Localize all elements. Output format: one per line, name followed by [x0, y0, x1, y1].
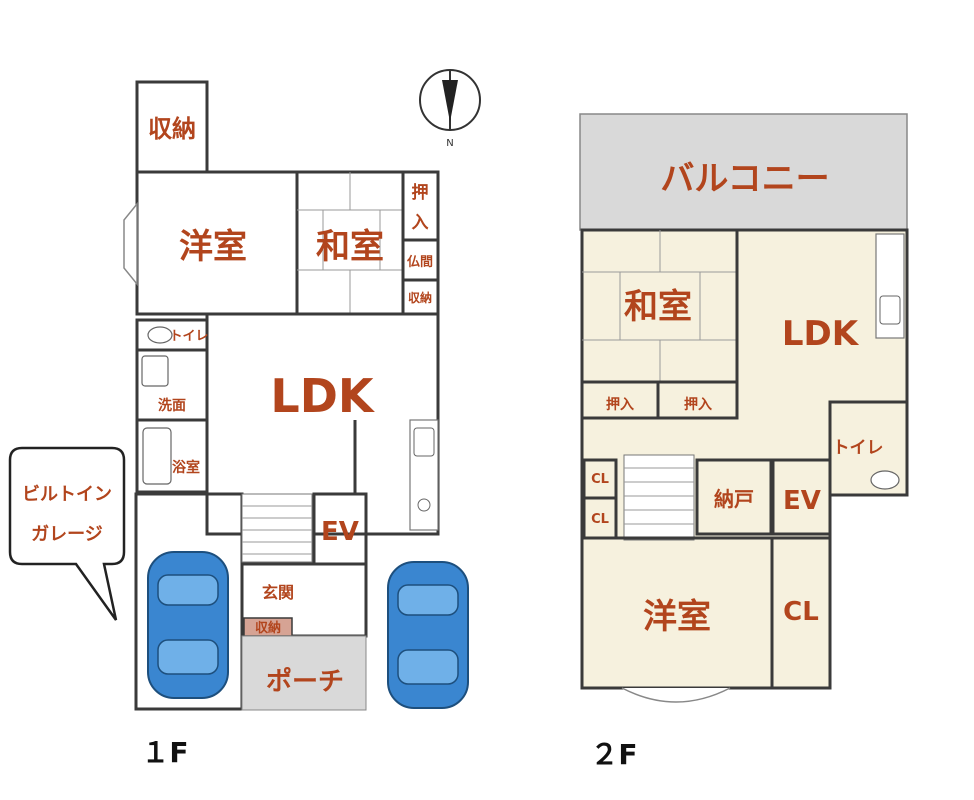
f1-label-storage-side: 収納: [408, 290, 432, 305]
f1-label-storage-top: 収納: [148, 115, 196, 143]
f2-toilet: [828, 400, 909, 497]
compass: N: [419, 69, 481, 149]
f1-stairs: [241, 493, 313, 563]
f2-floor-label: ２F: [590, 738, 637, 771]
f2-label-ldk: LDK: [782, 314, 860, 354]
floor2-plan: バルコニー 和室 LDK 押入 押入 トイレ CL CL 納戸 EV 洋室 CL…: [579, 113, 909, 771]
f2-toilet-bowl-icon: [870, 470, 900, 490]
f2-balcony: [579, 113, 908, 231]
f2-stair-treads: [624, 467, 694, 525]
f2-closet-cl-big: [770, 536, 832, 690]
garage-callout: ビルトイン ガレージ: [8, 446, 126, 621]
f1-label-entrance-storage: 収納: [255, 620, 281, 636]
f2-label-toilet: トイレ: [833, 438, 884, 458]
f1-label-entrance: 玄関: [262, 583, 294, 602]
f2-label-cl1: CL: [591, 472, 609, 487]
f1-label-washroom: 洗面: [158, 397, 186, 414]
f2-label-balcony: バルコニー: [660, 159, 829, 199]
f1-label-ldk: LDK: [270, 369, 375, 423]
f1-stair-treads: [242, 505, 312, 555]
compass-north-label: N: [446, 138, 453, 149]
f2-bay-window: [621, 687, 731, 703]
f2-stairs: [623, 454, 695, 541]
f2-label-cl2: CL: [591, 512, 609, 527]
f1-label-bathroom: 浴室: [172, 459, 200, 476]
floor1-plan: 収納 洋室 和室 押 入 仏間 収納 トイレ 洗面 浴室 LDK EV 玄関 収…: [8, 80, 469, 769]
f1-tatami-lines: [297, 172, 403, 314]
f1-porch: [241, 635, 367, 711]
f1-stove-icon: [417, 498, 431, 512]
f1-label-ev: EV: [321, 517, 359, 547]
f2-kitchen-sink-icon: [879, 295, 901, 325]
car-icon-outside: [387, 561, 469, 709]
f2-label-ev: EV: [783, 486, 821, 516]
f1-bathtub-icon: [142, 427, 172, 485]
f1-sink-icon: [141, 355, 169, 387]
north-arrow-icon: [442, 80, 458, 122]
f2-label-western: 洋室: [643, 597, 711, 637]
f2-label-cl-big: CL: [783, 597, 819, 627]
f2-elevator: [771, 458, 832, 536]
f2-label-oshiire2: 押入: [684, 396, 712, 413]
f1-floor-label: １F: [141, 736, 188, 769]
f2-label-nando: 納戸: [714, 487, 754, 511]
f1-label-japanese: 和室: [316, 227, 384, 267]
f1-label-butsuma: 仏間: [407, 255, 433, 270]
f1-toilet-bowl-icon: [147, 326, 173, 344]
f2-label-japanese: 和室: [624, 287, 692, 327]
f1-label-iri: 入: [412, 213, 429, 233]
f1-label-toilet: トイレ: [169, 329, 208, 344]
f1-bay-window: [123, 201, 138, 287]
f1-kitchen-sink-icon: [413, 427, 435, 457]
garage-callout-line1: ビルトイン: [22, 484, 112, 505]
garage-callout-bubble: [8, 446, 126, 621]
f2-label-oshiire1: 押入: [606, 396, 634, 413]
f1-label-western: 洋室: [179, 227, 247, 267]
car-icon-garage: [147, 551, 229, 699]
garage-callout-line2: ガレージ: [31, 524, 103, 545]
f2-tatami-lines: [582, 230, 737, 382]
f2-closet-nando: [695, 458, 773, 536]
f1-label-porch: ポーチ: [266, 666, 344, 697]
f1-label-oshi: 押: [412, 182, 429, 203]
